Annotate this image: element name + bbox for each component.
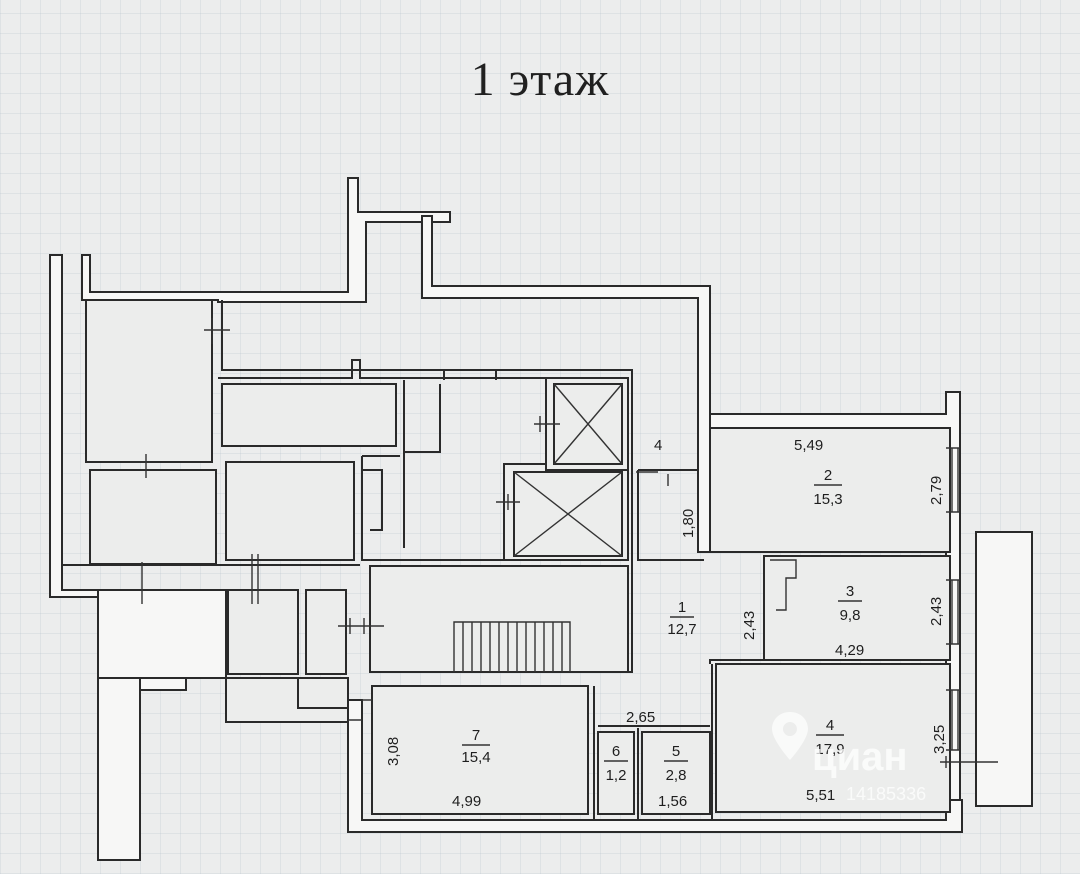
room-1-label: 1 12,7 — [667, 599, 696, 638]
dim-room7-width: 4,99 — [452, 793, 481, 810]
apartment — [348, 427, 951, 820]
dim-room5-width: 1,56 — [658, 793, 687, 810]
room-4-label: 4 17,9 — [815, 717, 844, 758]
floor-title: 1 этаж — [470, 53, 610, 106]
svg-text:1,2: 1,2 — [606, 767, 627, 784]
central-block — [361, 370, 629, 673]
svg-text:5: 5 — [672, 743, 680, 760]
svg-text:15,4: 15,4 — [461, 749, 490, 766]
building-walls — [49, 177, 1033, 861]
watermark-brand: циан — [812, 735, 908, 779]
room-6-label: 6 1,2 — [604, 743, 628, 784]
svg-text:9,8: 9,8 — [840, 607, 861, 624]
dim-room2-width: 5,49 — [794, 437, 823, 454]
dim-corridor-top: 1,80 — [680, 509, 697, 538]
svg-text:1: 1 — [678, 599, 686, 616]
svg-text:17,9: 17,9 — [815, 741, 844, 758]
room-7-label: 7 15,4 — [461, 727, 490, 766]
dimension-labels: 5,49 2,79 4,29 2,43 2,43 1,80 2,65 5,51 … — [385, 437, 948, 810]
dim-corridor-width: 2,65 — [626, 709, 655, 726]
room-labels: 1 12,7 2 15,3 3 9,8 4 17,9 5 — [461, 467, 862, 784]
windows — [946, 447, 960, 751]
svg-text:2,8: 2,8 — [666, 767, 687, 784]
svg-text:7: 7 — [472, 727, 480, 744]
dim-room7-height: 3,08 — [385, 737, 402, 766]
svg-text:6: 6 — [612, 743, 620, 760]
dim-room4-height: 3,25 — [931, 725, 948, 754]
watermark-code: 14185336 — [846, 784, 926, 804]
dim-corridor-height: 2,43 — [741, 611, 758, 640]
staircase — [453, 621, 571, 672]
svg-text:12,7: 12,7 — [667, 621, 696, 638]
left-block-rooms — [62, 299, 633, 723]
door-label: 4 — [654, 437, 662, 454]
svg-text:2: 2 — [824, 467, 832, 484]
dim-room4-width: 5,51 — [806, 787, 835, 804]
dim-room3-width: 4,29 — [835, 642, 864, 659]
svg-text:15,3: 15,3 — [813, 491, 842, 508]
room-5-label: 5 2,8 — [664, 743, 688, 784]
watermark: циан 14185336 — [772, 712, 926, 804]
svg-text:4: 4 — [826, 717, 834, 734]
room-3-label: 3 9,8 — [838, 583, 862, 624]
room-2-label: 2 15,3 — [813, 467, 842, 508]
dim-room2-height: 2,79 — [928, 476, 945, 505]
door-marks — [130, 318, 998, 768]
dim-room3-height: 2,43 — [928, 597, 945, 626]
svg-text:3: 3 — [846, 583, 854, 600]
location-pin-icon — [772, 712, 808, 760]
